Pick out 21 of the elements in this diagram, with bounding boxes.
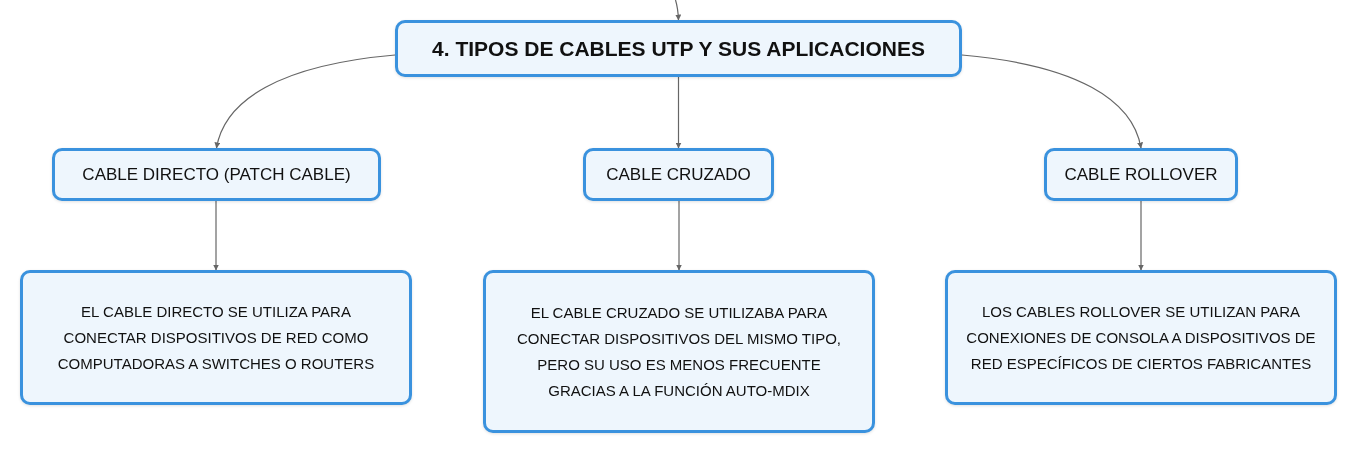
description-box: [483, 270, 875, 433]
subtopic-box: [52, 148, 381, 201]
description-text: LOS CABLES ROLLOVER SE UTILIZAN PARA CONEXIONES DE CONSOLA A DISPOSITIVOS DE RED ESPECÍFICOS DE CIERTOS FABRICANTES: [965, 301, 1317, 374]
subtopic-label: CABLE ROLLOVER: [1064, 163, 1218, 186]
connector-arrow: [214, 54, 396, 149]
connector-arrow: [213, 200, 219, 271]
description-text: EL CABLE DIRECTO SE UTILIZA PARA CONECTAR DISPOSITIVOS DE RED COMO COMPUTADORAS A SWITCHES O ROUTERS: [56, 301, 376, 374]
connector-arrow: [961, 54, 1143, 149]
subtopic-label: CABLE DIRECTO (PATCH CABLE): [82, 163, 351, 186]
main-topic-label: 4. TIPOS DE CABLES UTP Y SUS APLICACIONES: [432, 35, 925, 62]
connector-arrow: [1138, 200, 1144, 271]
connector-arrow: [674, 0, 682, 21]
subtopic-label: CABLE CRUZADO: [606, 163, 751, 186]
description-box: [20, 270, 412, 405]
connector-arrow: [676, 200, 682, 271]
subtopic-box: [1044, 148, 1238, 201]
subtopic-box: [583, 148, 774, 201]
description-text: EL CABLE CRUZADO SE UTILIZABA PARA CONECTAR DISPOSITIVOS DEL MISMO TIPO, PERO SU USO ES MENOS FRECUENTE GRACIAS A LA FUNCIÓN AUTO-MDIX: [516, 302, 842, 401]
connector-arrow: [675, 76, 682, 149]
main-topic-box: [395, 20, 962, 77]
description-box: [945, 270, 1337, 405]
